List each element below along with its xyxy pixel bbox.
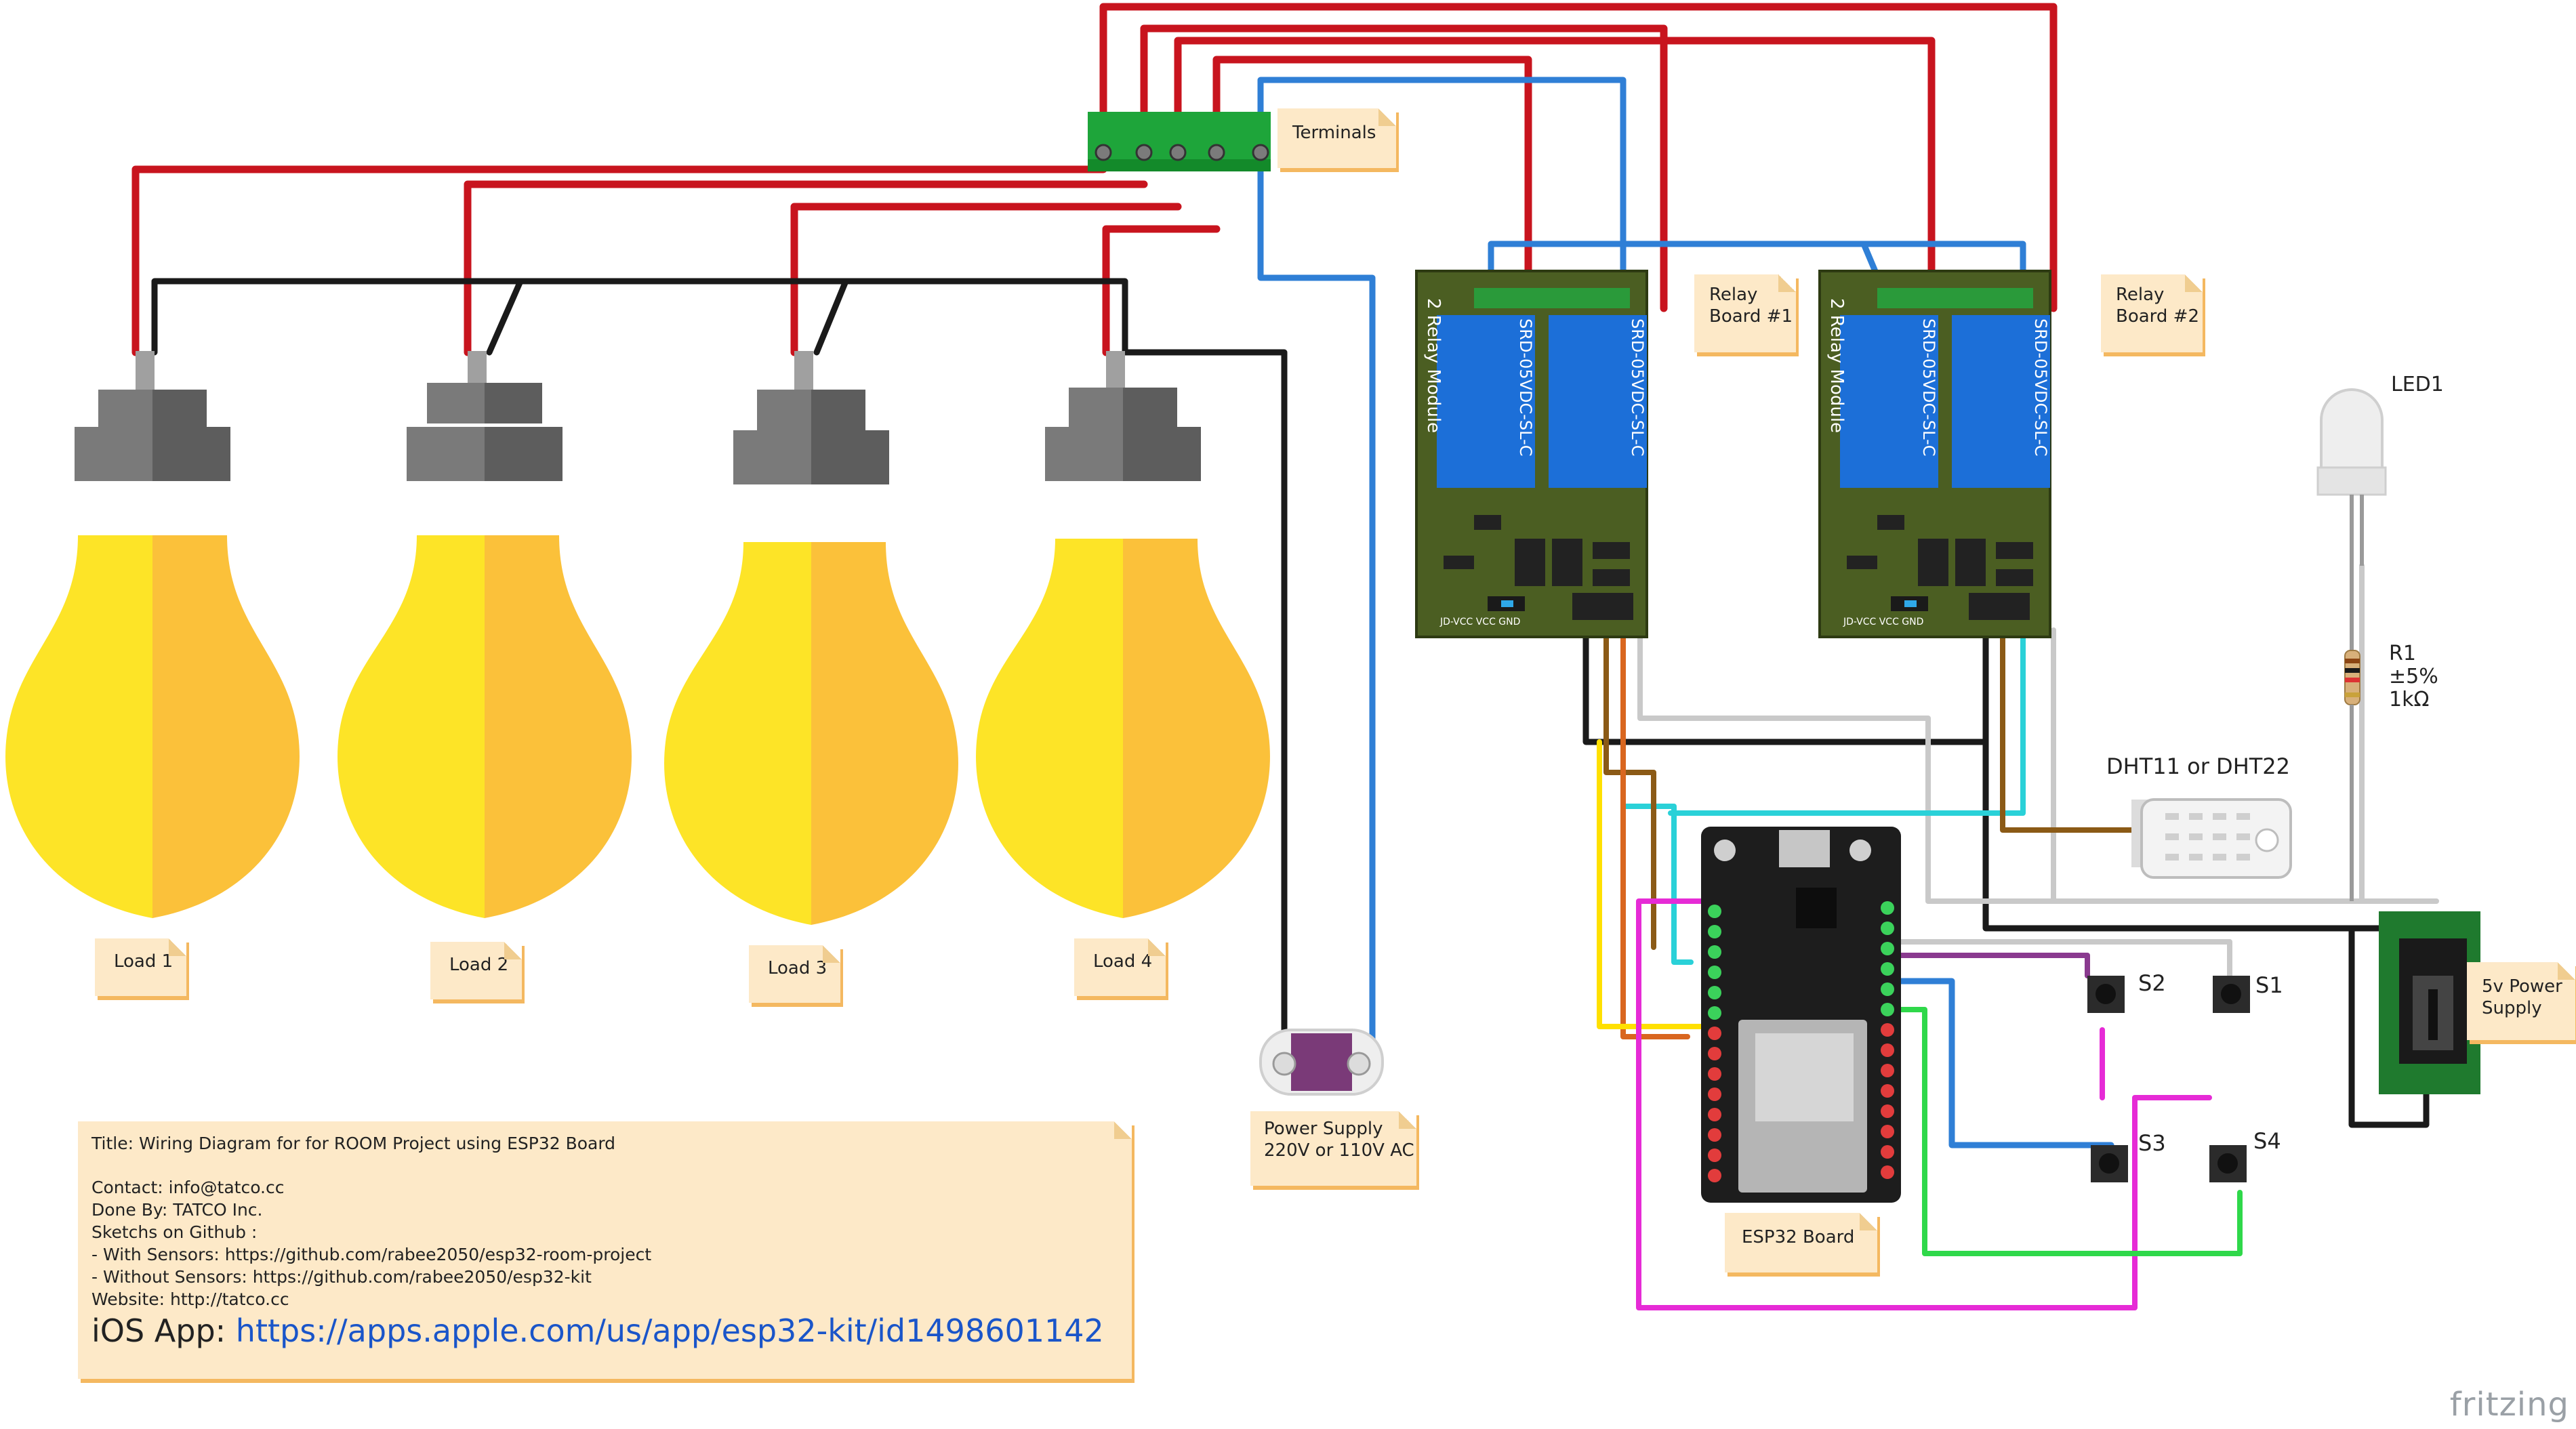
power5v-line1: 5v Power bbox=[2482, 976, 2562, 997]
esp32-board bbox=[1701, 827, 1901, 1203]
button-s1 bbox=[2213, 976, 2250, 1013]
ios-label: iOS App: bbox=[91, 1312, 236, 1349]
s3-label: S3 bbox=[2138, 1130, 2166, 1156]
button-s3 bbox=[2091, 1145, 2128, 1182]
s1-label: S1 bbox=[2255, 972, 2283, 998]
relay1-pins: JD-VCC VCC GND bbox=[1440, 617, 1521, 627]
resistor-r1 bbox=[2344, 650, 2360, 901]
load1-label: Load 1 bbox=[114, 951, 173, 972]
terminals-note: Terminals bbox=[1277, 108, 1396, 168]
relay2-part-a: SRD-05VDC-SL-C bbox=[1919, 318, 1938, 457]
dht-label: DHT11 or DHT22 bbox=[2106, 753, 2291, 779]
relay2-module-text: 2 Relay Module bbox=[1826, 298, 1847, 434]
button-s4 bbox=[2209, 1145, 2247, 1182]
info-website: Website: http://tatco.cc bbox=[91, 1289, 289, 1309]
button-s2 bbox=[2087, 976, 2125, 1013]
power5v-note: 5v Power Supply bbox=[2467, 962, 2575, 1040]
ac-power-connector bbox=[1259, 1029, 1384, 1096]
load3-label: Load 3 bbox=[768, 958, 827, 978]
esp32-label: ESP32 Board bbox=[1742, 1227, 1855, 1247]
bulb-1 bbox=[5, 351, 300, 918]
dht-sensor bbox=[2131, 798, 2292, 879]
relay1-part-b: SRD-05VDC-SL-C bbox=[1628, 318, 1647, 457]
load2-label: Load 2 bbox=[449, 955, 509, 975]
r1-name: R1 bbox=[2389, 642, 2416, 665]
s2-label: S2 bbox=[2138, 970, 2166, 996]
r1-label: R1 ±5% 1kΩ bbox=[2389, 642, 2438, 711]
relay1-part-a: SRD-05VDC-SL-C bbox=[1516, 318, 1535, 457]
r1-tolerance: ±5% bbox=[2389, 665, 2438, 688]
info-without-sensors: - Without Sensors: https://github.com/ra… bbox=[91, 1267, 592, 1287]
info-sketches: Sketchs on Github : bbox=[91, 1222, 258, 1242]
info-with-sensors: - With Sensors: https://github.com/rabee… bbox=[91, 1245, 652, 1264]
relay1-label-line1: Relay bbox=[1709, 285, 1758, 305]
ios-line: iOS App: https://apps.apple.com/us/app/e… bbox=[91, 1310, 1132, 1351]
red-wires bbox=[131, 3, 2058, 356]
bulb-3 bbox=[664, 351, 958, 925]
relay1-label-line2: Board #1 bbox=[1709, 306, 1793, 327]
info-done-by: Done By: TATCO Inc. bbox=[91, 1200, 263, 1220]
relay-board-2 bbox=[1818, 270, 2051, 638]
bulb-4 bbox=[976, 351, 1270, 918]
relay-board-1 bbox=[1415, 270, 1648, 638]
led1-label: LED1 bbox=[2391, 373, 2444, 396]
black-wires bbox=[151, 278, 2463, 1128]
r1-value: 1kΩ bbox=[2389, 688, 2430, 711]
info-contact: Contact: info@tatco.cc bbox=[91, 1178, 285, 1197]
load3-note: Load 3 bbox=[749, 945, 840, 1003]
power-jack-5v bbox=[2379, 911, 2480, 1094]
esp32-note: ESP32 Board bbox=[1725, 1213, 1877, 1272]
relay1-module-text: 2 Relay Module bbox=[1423, 298, 1444, 434]
info-title: Title: Wiring Diagram for for ROOM Proje… bbox=[91, 1134, 616, 1153]
relay2-label-line1: Relay bbox=[2116, 285, 2165, 305]
bulb-2 bbox=[338, 351, 632, 918]
relay2-pins: JD-VCC VCC GND bbox=[1843, 617, 1924, 627]
relay2-part-b: SRD-05VDC-SL-C bbox=[2031, 318, 2050, 457]
s4-label: S4 bbox=[2253, 1128, 2281, 1154]
acpower-line1: Power Supply bbox=[1264, 1119, 1383, 1139]
terminal-block bbox=[1088, 112, 1271, 171]
bulbs bbox=[5, 351, 1270, 925]
load4-note: Load 4 bbox=[1074, 938, 1166, 996]
push-buttons bbox=[2087, 976, 2250, 1182]
ios-app-link[interactable]: https://apps.apple.com/us/app/esp32-kit/… bbox=[235, 1312, 1104, 1349]
acpower-note: Power Supply 220V or 110V AC bbox=[1250, 1111, 1416, 1186]
load4-label: Load 4 bbox=[1093, 951, 1153, 972]
fritzing-watermark: fritzing bbox=[2449, 1386, 2569, 1424]
acpower-line2: 220V or 110V AC bbox=[1264, 1140, 1414, 1161]
terminals-label: Terminals bbox=[1292, 123, 1376, 143]
info-note: Title: Wiring Diagram for for ROOM Proje… bbox=[78, 1121, 1132, 1379]
led-1 bbox=[2316, 388, 2387, 671]
signal-wires bbox=[1597, 563, 2439, 1310]
wires bbox=[131, 3, 2463, 1310]
power5v-line2: Supply bbox=[2482, 998, 2542, 1018]
relay2-note: Relay Board #2 bbox=[2101, 274, 2203, 352]
relay2-label-line2: Board #2 bbox=[2116, 306, 2200, 327]
load1-note: Load 1 bbox=[95, 938, 186, 996]
relay1-note: Relay Board #1 bbox=[1694, 274, 1796, 352]
load2-note: Load 2 bbox=[430, 942, 522, 999]
